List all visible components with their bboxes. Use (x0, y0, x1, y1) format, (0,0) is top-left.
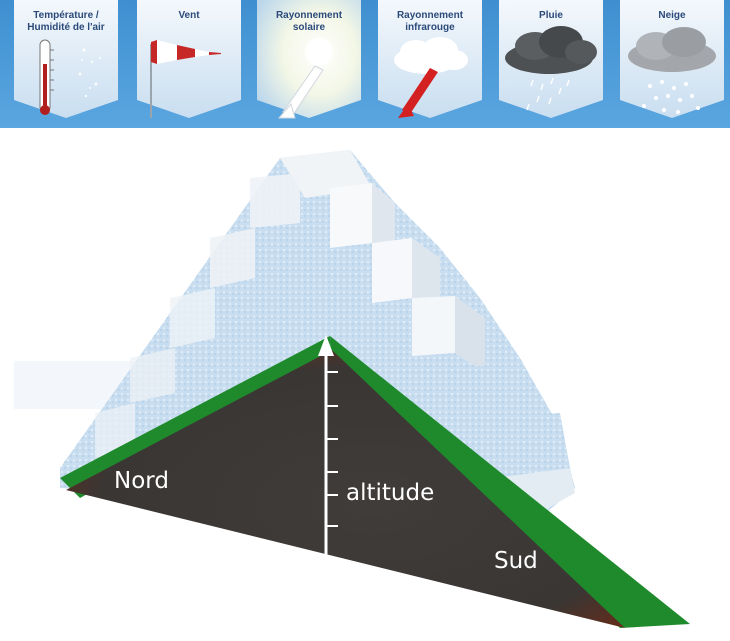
arrow-up-icon (318, 335, 334, 356)
rain-cloud-icon (505, 26, 597, 111)
tile-infrared: Rayonnement infrarouge (378, 0, 482, 120)
tile-rain-bg (499, 0, 603, 118)
tile-temperature: Température / Humidité de l'air (14, 0, 118, 120)
mountain-cross-section (66, 350, 625, 628)
tile-wind-bg (137, 0, 241, 118)
south-slope-grass (330, 336, 690, 628)
snowpack-mountain-diagram: Nord altitude Sud (14, 150, 690, 628)
tile-rain-label: Pluie (539, 10, 563, 21)
north-label: Nord (114, 468, 169, 494)
tile-infrared-label: Rayonnement infrarouge (396, 10, 464, 33)
tile-wind-label: Vent (178, 10, 200, 21)
tile-temperature-label: Température / Humidité de l'air (27, 10, 105, 33)
south-label: Sud (494, 548, 538, 574)
tile-temperature-bg (14, 0, 118, 118)
tile-snow-label: Neige (658, 10, 686, 21)
infrared-icon (394, 37, 468, 118)
thermometer-icon (39, 39, 54, 115)
sun-icon (277, 38, 333, 119)
tile-rain: Pluie (499, 0, 603, 120)
altitude-label: altitude (346, 480, 434, 506)
windsock-icon (150, 40, 221, 118)
tile-infrared-bg (378, 0, 482, 118)
tile-solar-label: Rayonnement solaire (275, 10, 343, 33)
weather-factors-banner: Température / Humidité de l'air Vent (0, 0, 730, 128)
tile-snow-bg (620, 0, 724, 118)
tile-snow: Neige (620, 0, 724, 120)
altitude-axis (318, 335, 338, 563)
tile-wind: Vent (137, 0, 241, 120)
tile-solar-bg (257, 0, 361, 119)
tile-solar: Rayonnement solaire (257, 0, 361, 120)
snow-cloud-icon (628, 27, 716, 114)
